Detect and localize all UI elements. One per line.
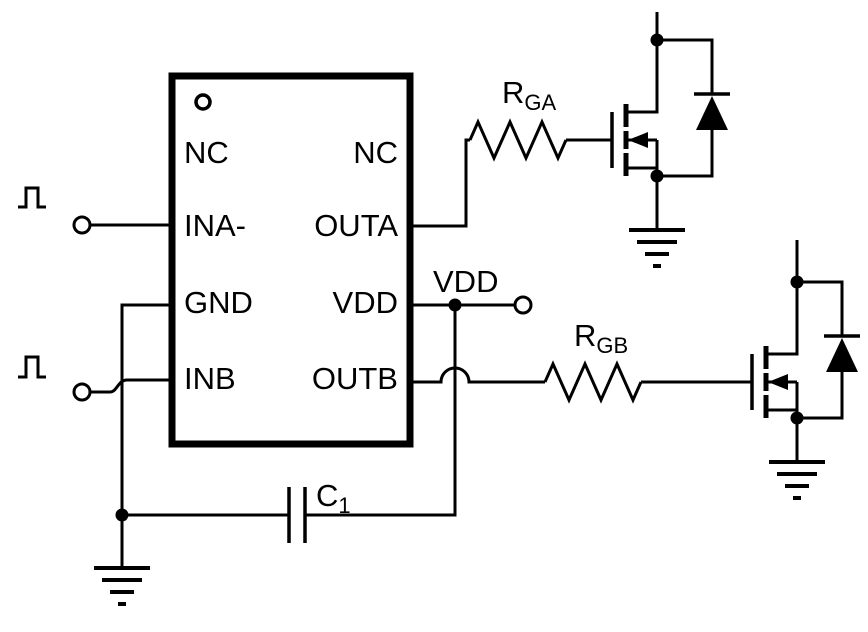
wire-gnd bbox=[120, 303, 172, 568]
pin-label-nc-left: NC bbox=[184, 135, 229, 170]
mosfet-b-drain-wire bbox=[766, 240, 799, 356]
pin-label-ina: INA- bbox=[184, 208, 246, 243]
pin-label-outa: OUTA bbox=[314, 208, 398, 243]
junction-dot bbox=[650, 169, 664, 183]
junction-dots bbox=[115, 33, 804, 522]
ground-symbol-main bbox=[94, 566, 150, 606]
capacitor-c1-label: C1 bbox=[316, 478, 351, 518]
pin-label-nc-right: NC bbox=[353, 135, 398, 170]
body-diode-a-wires bbox=[657, 38, 714, 178]
mosfet-a-drain-wire bbox=[626, 12, 659, 114]
vdd-terminal bbox=[513, 295, 533, 315]
pin-label-gnd: GND bbox=[184, 285, 253, 320]
resistor-rgb bbox=[543, 360, 643, 404]
ground-symbol-b bbox=[769, 460, 825, 500]
wire-outb-with-hop bbox=[410, 366, 545, 384]
body-diode-b-icon bbox=[826, 338, 858, 372]
pin-label-vdd-pin: VDD bbox=[333, 285, 398, 320]
input-a-terminal bbox=[72, 215, 92, 235]
ground-symbol-a bbox=[629, 228, 685, 268]
resistor-rga-label: RGA bbox=[502, 75, 557, 115]
wire-outa bbox=[410, 138, 470, 228]
pin-label-inb: INB bbox=[184, 361, 236, 396]
resistor-rgb-label: RGB bbox=[574, 318, 628, 358]
mosfet-a bbox=[610, 12, 730, 268]
body-diode-a-icon bbox=[696, 96, 728, 130]
pulse-b-icon bbox=[18, 355, 46, 379]
junction-dot bbox=[115, 508, 129, 522]
resistor-rga bbox=[468, 118, 568, 162]
pulse-a-icon bbox=[18, 186, 46, 209]
junction-dot bbox=[650, 33, 664, 47]
vdd-label: VDD bbox=[433, 264, 498, 299]
pin-label-outb: OUTB bbox=[312, 361, 398, 396]
junction-dot bbox=[790, 275, 804, 289]
junction-dot bbox=[448, 298, 462, 312]
wire-inb-with-hop bbox=[90, 378, 172, 394]
ic-body bbox=[168, 72, 414, 448]
mosfet-b-body-arrow-icon bbox=[768, 374, 788, 390]
mosfet-a-body-arrow-icon bbox=[628, 132, 648, 148]
body-diode-b-wires bbox=[797, 280, 844, 420]
mosfet-b bbox=[750, 240, 860, 500]
input-b-terminal bbox=[72, 382, 92, 402]
wire-cap-right bbox=[305, 305, 457, 517]
junction-dot bbox=[790, 411, 804, 425]
pin1-indicator-icon bbox=[194, 93, 212, 111]
